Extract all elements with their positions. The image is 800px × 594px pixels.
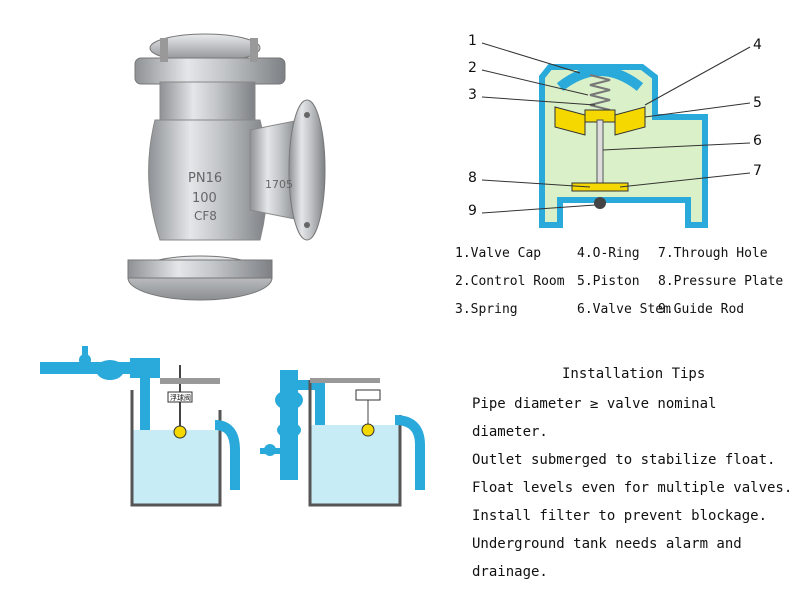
callout-9: 9	[468, 203, 477, 219]
tip-line: Outlet submerged to stabilize float.	[472, 452, 776, 468]
part-label: 4.O-Ring	[577, 246, 640, 261]
marking-size: 100	[192, 191, 217, 206]
tip-line: Float levels even for multiple valves.	[472, 480, 793, 496]
callout-1: 1	[468, 33, 477, 49]
part-label: 2.Control Room	[455, 274, 565, 289]
callout-7: 7	[753, 163, 762, 179]
float-tag: 浮球阀	[170, 393, 191, 402]
marking-material: CF8	[194, 209, 217, 223]
tip-line: Pipe diameter ≥ valve nominal	[472, 396, 717, 412]
callout-5: 5	[753, 95, 762, 111]
tips-title: Installation Tips	[562, 366, 706, 382]
tip-line: diameter.	[472, 424, 548, 440]
tip-line: Underground tank needs alarm and	[472, 536, 742, 552]
installation-diagram-right	[260, 350, 440, 520]
tip-line: Install filter to prevent blockage.	[472, 508, 768, 524]
part-label: 9.Guide Rod	[658, 302, 745, 317]
marking-pn: PN16	[188, 171, 222, 186]
callout-8: 8	[468, 170, 477, 186]
part-label: 1.Valve Cap	[455, 246, 542, 261]
marking-flange: 1705	[265, 178, 293, 191]
part-label: 5.Piston	[577, 274, 640, 289]
valve-photo: PN16 100 CF8 1705	[100, 20, 360, 310]
callout-6: 6	[753, 133, 762, 149]
part-label: 7.Through Hole	[658, 246, 768, 261]
tip-line: drainage.	[472, 564, 548, 580]
part-label: 3.Spring	[455, 302, 518, 317]
cross-section-diagram	[460, 25, 790, 240]
callout-4: 4	[753, 37, 762, 53]
part-label: 6.Valve Stem	[577, 302, 671, 317]
callout-3: 3	[468, 87, 477, 103]
callout-2: 2	[468, 60, 477, 76]
installation-diagram-left: 浮球阀	[30, 340, 250, 520]
part-label: 8.Pressure Plate	[658, 274, 784, 289]
